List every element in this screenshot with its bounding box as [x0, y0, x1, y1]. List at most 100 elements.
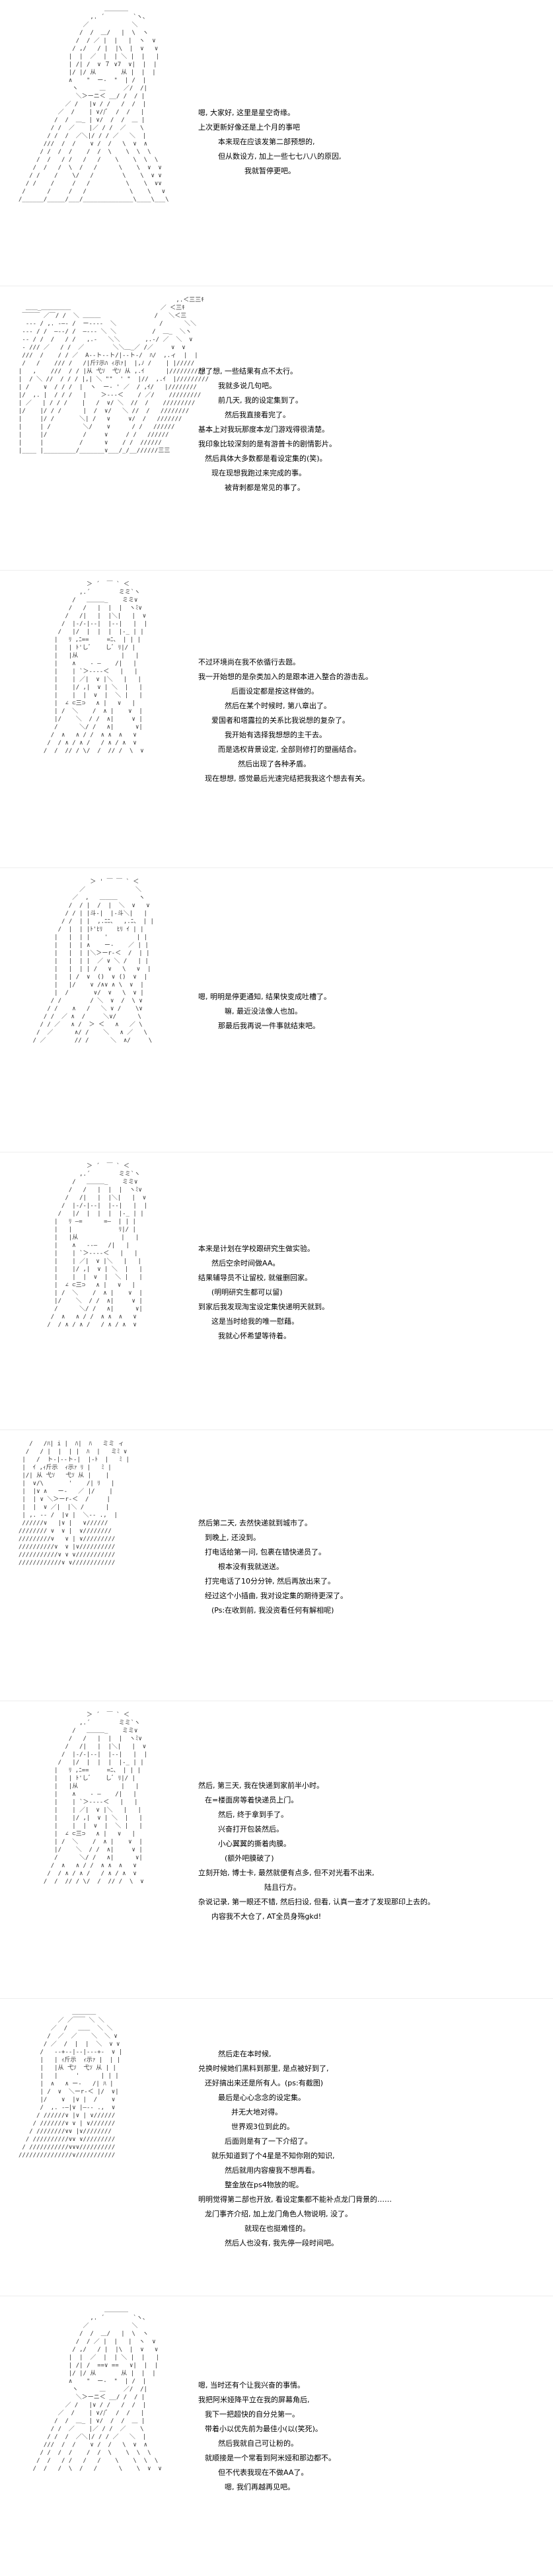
- text-line: 经过这个小插曲, 我对设定集的期待更深了。: [205, 1591, 348, 1600]
- ascii-art-character: ＿＿＿＿ ,. ´ `ヽ、 ／ ＼ / / ＿/ | \ ヽ / / ／ | |…: [32, 2307, 162, 2472]
- text-line: 后面设定都是按这样做的。: [231, 687, 318, 696]
- text-line: 然后, 终于拿到手了。: [218, 1810, 288, 1819]
- text-line: 嘛, 最近没法像人也加。: [225, 1007, 302, 1016]
- text-line: 然后出现了各种矛盾。: [238, 760, 311, 768]
- panel-7: ＞ ´ ￣ ` ＜ ,.´ ミミ`ヽ / ＿＿＿_ ミミ∨ / / | | | …: [0, 1706, 553, 1997]
- panel-4-text: 嗯, 明明是停更通知, 结果快变成吐槽了。 嘛, 最近没法像人也加。 那最后我再…: [198, 873, 529, 1150]
- text-line: 到晚上, 还没到。: [205, 1533, 260, 1542]
- text-line: 兴奋打开包装然后。: [218, 1825, 283, 1833]
- text-line: 然后就用内容瘦我不想再看。: [225, 2166, 319, 2175]
- text-line: 到家后我发现淘宝设定集快递明天就到。: [198, 1303, 329, 1311]
- text-line: 然后空余时间做AA。: [211, 1259, 280, 1268]
- panel-divider: [0, 570, 553, 571]
- text-line: 结果辅导员不让留校, 就催删回家。: [198, 1273, 312, 1282]
- panel-divider: [0, 1429, 553, 1430]
- text-line: 嗯, 明明是停更通知, 结果快变成吐槽了。: [198, 992, 331, 1001]
- text-line: 爱国者和塔露拉的关系比我说想的复杂了。: [211, 716, 350, 725]
- text-line: 然后, 第三天, 我在快递到家前半小时。: [198, 1781, 324, 1790]
- text-line: 立刻开始, 博士卡, 最然就便有点多, 但不对光看不出来,: [198, 1869, 375, 1877]
- text-line: 就现在也挺难怪的。: [244, 2224, 310, 2233]
- text-line: 基本上对我玩那度本龙门游戏得很清楚。: [198, 425, 329, 434]
- text-line: 这是当时给我的唯一慰藉。: [211, 1317, 299, 1326]
- ascii-art-character: / /ﾊ| i | ﾊ| ﾊ ミミ ィ / / | | | | ﾊ | ミﾐ ∨…: [18, 1441, 129, 1566]
- text-line: 然后在某个时候时, 第八章出了。: [225, 702, 331, 710]
- text-line: 嗯, 大家好, 这里是星空奇缘。: [198, 108, 295, 117]
- panel-2-text: 想了想, 一些结果有点不太行。 我就多说几句吧。 前几天, 我的设定集到了。 然…: [198, 291, 529, 569]
- text-line: 整金放在ps4物放的呢。: [225, 2181, 303, 2189]
- panel-4: ＞ ' ￣ ￣ ` ＜ ／ ＼ ／ , ＿＿＿ ヽ / / | / | ＼ ∨ …: [0, 873, 553, 1150]
- panel-divider: [0, 1998, 553, 1999]
- text-line: 我下一把超快的自分兑第一。: [205, 2410, 299, 2419]
- text-line: 然后具体大多数都是看设定集的(笑)。: [205, 454, 327, 463]
- text-line: 杂说记录, 第一眼还不错, 然后扫设, 但看, 认真一查才了发现那印上去的。: [198, 1898, 435, 1906]
- panel-5-text: 本来是计划在学校跟研究生做实验。 然后空余时间做AA。 结果辅导员不让留校, 就…: [198, 1157, 529, 1428]
- text-line: 小心翼翼的撕着肉膜。: [218, 1839, 291, 1848]
- panel-3-text: 不过环境尚在我不依循行去题。 我一开始想的是杂类加入的是跟本进入整合的游击乱。 …: [198, 575, 529, 866]
- text-line: 我就暂停更吧。: [244, 167, 295, 175]
- text-line: 我就多说几句吧。: [218, 382, 276, 390]
- text-line: 在=楼面房等着快递员上门。: [205, 1796, 299, 1804]
- ascii-art-character: ＞ ´ ￣ ` ＜ ,.´ ミミ`ヽ / ＿＿＿_ ミミ∨ / / | | | …: [43, 581, 148, 754]
- panel-5: ＞ ´ ￣ ` ＜ ,.´ ミミ`ヽ / ＿＿＿_ ミミ∨ / / | | | …: [0, 1157, 553, 1428]
- text-line: 而是选权背景设定, 全部则修打的塑画结合。: [218, 745, 361, 754]
- text-line: 我印象比较深刻的是有游普卡的剧情影片。: [198, 440, 336, 448]
- text-line: 我一开始想的是杂类加入的是跟本进入整合的游击乱。: [198, 672, 373, 681]
- text-line: 明明觉得第二部也开放, 看设定集都不能补点龙门背景的……: [198, 2195, 392, 2204]
- text-line: 并无大地对得。: [231, 2108, 282, 2116]
- panel-6: / /ﾊ| i | ﾊ| ﾊ ミミ ィ / / | | | | ﾊ | ミﾐ ∨…: [0, 1435, 553, 1699]
- text-line: 打完电话了10分分钟, 然后再放出来了。: [205, 1577, 335, 1586]
- text-line: 我把阿米娅降平立在我的屏幕角后,: [198, 2395, 310, 2404]
- text-line: 被背刺都是常见的事了。: [225, 483, 305, 492]
- text-line: 然后第二天, 去然快递就到城市了。: [198, 1519, 312, 1527]
- ascii-art-character: ＞ ´ ￣ ` ＜ ,.´ ミミ`ヽ / ＿＿＿_ ミミ∨ / / | | | …: [47, 1163, 148, 1328]
- text-line: 根本没有我就送送。: [218, 1562, 283, 1571]
- text-line: 然后走在本时候,: [218, 2050, 272, 2058]
- text-line: 本来现在应该发第二部预想的,: [218, 138, 315, 146]
- text-line: 上次更新好像还是上个月的事吧: [198, 123, 300, 132]
- text-line: 嗯, 我们再越再见吧。: [225, 2483, 295, 2491]
- panel-7-text: 然后, 第三天, 我在快递到家前半小时。 在=楼面房等着快递员上门。 然后, 终…: [198, 1706, 529, 1997]
- panel-divider: [0, 867, 553, 868]
- text-line: 后面则是有了一下介绍了。: [225, 2137, 312, 2146]
- text-line: 本来是计划在学校跟研究生做实验。: [198, 1244, 314, 1253]
- text-line: 我就心怀希望等待着。: [218, 1332, 291, 1340]
- text-line: 然后我就自己可让粉的。: [218, 2439, 298, 2448]
- panel-6-text: 然后第二天, 去然快递就到城市了。 到晚上, 还没到。 打电话给第一问, 包裹在…: [198, 1435, 529, 1699]
- ascii-art-character: ＿＿＿＿ ,. ´ `ヽ、 ／ ＼ / / ＿/ | \ ヽ / / ／ | |…: [18, 6, 169, 203]
- text-line: 我开始有选择我想想的主干去。: [225, 731, 326, 739]
- text-line: 世界观3位到此的。: [231, 2122, 294, 2131]
- text-line: (明明研究生都可以留): [211, 1288, 283, 1297]
- text-line: 现在现想我跑过来完成的事。: [211, 469, 306, 477]
- text-line: 就乐知道到了个4星是不知你刚的知识,: [211, 2152, 335, 2160]
- panel-8-text: 然后走在本时候, 兑换时候她们黑料到那里, 是点被好到了, 还好搞出来还是所有人…: [198, 2003, 529, 2294]
- ascii-art-character: ＞ ´ ￣ ` ＜ ,.´ ミミ`ヽ / ＿＿＿_ ミミ∨ / / | | | …: [43, 1712, 148, 1885]
- text-line: 就顺接是一个常看到阿米娅和那边都不。: [205, 2454, 336, 2462]
- text-line: (Ps:在收到前, 我没资看任何有解相呢): [211, 1606, 334, 1615]
- panel-1: ＿＿＿＿ ,. ´ `ヽ、 ／ ＼ / / ＿/ | \ ヽ / / ／ | |…: [0, 0, 553, 284]
- text-line: 前几天, 我的设定集到了。: [218, 396, 303, 405]
- text-line: 然后人也没有, 我先停一段时间吧。: [225, 2239, 338, 2247]
- text-line: 但不代表我现在不做AA了。: [218, 2468, 309, 2477]
- text-line: 嗯, 当时还有个让我兴奋的事情。: [198, 2381, 305, 2390]
- text-line: 龙门事齐介绍, 加上龙门角色人物说明, 没了。: [205, 2210, 352, 2218]
- ascii-art-character: ＿＿＿＿ ／ ／￣￣ ＼ ＼ ／ / ＿＿ ＼ ＼ / ／ ／ ＼ ＼ ∨ / …: [18, 2009, 123, 2159]
- ascii-art-character: ＞ ' ￣ ￣ ` ＜ ／ ＼ ／ , ＿＿＿ ヽ / / | / | ＼ ∨ …: [32, 879, 154, 1044]
- panel-3: ＞ ´ ￣ ` ＜ ,.´ ミミ`ヽ / ＿＿＿_ ミミ∨ / / | | | …: [0, 575, 553, 866]
- text-line: 想了想, 一些结果有点不太行。: [198, 367, 297, 376]
- panel-9: ＿＿＿＿ ,. ´ `ヽ、 ／ ＼ / / ＿/ | \ ヽ / / ／ | |…: [0, 2301, 553, 2572]
- text-line: (额外吧膜破了): [225, 1854, 274, 1863]
- panel-8: ＿＿＿＿ ／ ／￣￣ ＼ ＼ ／ / ＿＿ ＼ ＼ / ／ ／ ＼ ＼ ∨ / …: [0, 2003, 553, 2294]
- text-line: 不过环境尚在我不依循行去题。: [198, 658, 300, 666]
- text-line: 最后是心心念念的设定集。: [218, 2093, 305, 2102]
- text-line: 兑换时候她们黑料到那里, 是点被好到了,: [198, 2064, 329, 2073]
- text-line: 陆且行方。: [264, 1883, 301, 1892]
- text-line: 还好搞出来还是所有人。(ps:有截图): [205, 2079, 324, 2087]
- text-line: 那最后我再说一件事就结束吧。: [218, 1022, 320, 1030]
- panel-1-text: 嗯, 大家好, 这里是星空奇缘。 上次更新好像还是上个月的事吧 本来现在应该发第…: [198, 0, 529, 284]
- text-line: 现在想想, 感觉最后光速完结把我我这个想去有关。: [205, 774, 369, 783]
- text-line: 然后我直接看完了。: [225, 411, 290, 419]
- panel-9-text: 嗯, 当时还有个让我兴奋的事情。 我把阿米娅降平立在我的屏幕角后, 我下一把超快…: [198, 2301, 529, 2572]
- text-line: 带着小以优先前为最佳小(以(笑死)。: [205, 2425, 322, 2433]
- text-line: 但从数设方, 加上一些七七八八的原因,: [218, 152, 342, 161]
